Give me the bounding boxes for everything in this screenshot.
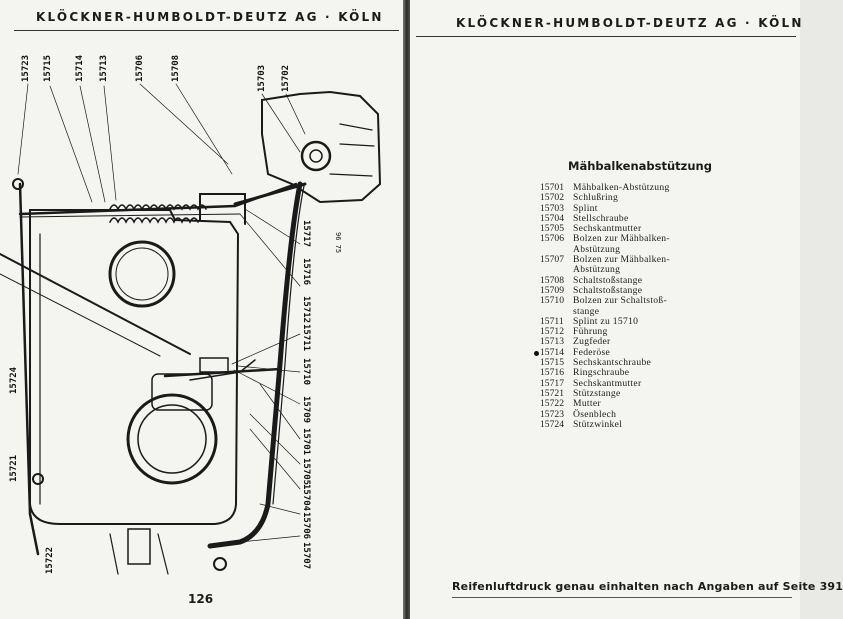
part-label: 15705 xyxy=(301,458,311,485)
lower-hub xyxy=(126,393,218,485)
left-page: KLÖCKNER-HUMBOLDT-DEUTZ AG · KÖLN xyxy=(0,0,404,619)
spring-lower xyxy=(109,217,199,224)
right-page-header: KLÖCKNER-HUMBOLDT-DEUTZ AG · KÖLN xyxy=(456,16,804,30)
support-strut xyxy=(18,182,40,556)
left-page-header: KLÖCKNER-HUMBOLDT-DEUTZ AG · KÖLN xyxy=(36,10,384,24)
part-label: 15708 xyxy=(171,55,181,82)
mower-bar-support-diagram: 15723 15715 15714 15713 15706 15708 1570… xyxy=(0,54,382,575)
part-label: 15716 xyxy=(301,258,311,285)
part-label: 15714 xyxy=(75,54,85,82)
footer-rule xyxy=(452,597,792,598)
header-rule xyxy=(14,30,399,31)
part-label: 15706 xyxy=(135,55,145,82)
part-label: 15722 xyxy=(45,547,55,574)
upper-opening xyxy=(108,240,176,308)
diagram-stamp: 96 75 xyxy=(334,232,342,253)
part-label: 15707 xyxy=(301,542,311,569)
part-label: 15721 xyxy=(9,455,19,482)
header-rule xyxy=(416,36,796,37)
right-page: KLÖCKNER-HUMBOLDT-DEUTZ AG · KÖLN Mähbal… xyxy=(410,0,843,619)
part-label: 15710 xyxy=(301,358,311,385)
book-gutter xyxy=(403,0,411,619)
list-item: stange xyxy=(573,305,600,317)
part-label: 15703 xyxy=(257,65,267,92)
support-rod xyxy=(207,181,303,549)
part-label: 15712 xyxy=(301,296,311,323)
section-title: Mähbalkenabstützung xyxy=(568,159,712,173)
part-label: 15701 xyxy=(301,428,311,455)
page-number: 126 xyxy=(188,592,214,606)
part-label: 15713 xyxy=(99,55,109,82)
part-label: 15715 xyxy=(43,55,53,82)
engine-block xyxy=(261,90,382,204)
part-label: 15717 xyxy=(301,220,311,247)
part-label: 15711 xyxy=(301,324,311,351)
footer-note: Reifenluftdruck genau einhalten nach Ang… xyxy=(452,580,843,593)
bullet-mark xyxy=(534,351,539,356)
part-label: 15706 xyxy=(301,512,311,539)
list-item: Abstützung xyxy=(573,243,621,255)
part-label: 15724 xyxy=(9,366,19,394)
control-lever xyxy=(0,253,191,355)
part-label: 15704 xyxy=(301,484,311,512)
part-label: 15723 xyxy=(21,55,31,82)
part-label: 15702 xyxy=(281,65,291,92)
part-label: 15709 xyxy=(301,396,311,423)
housing-outline xyxy=(29,209,240,525)
list-item: Abstützung xyxy=(573,264,621,276)
